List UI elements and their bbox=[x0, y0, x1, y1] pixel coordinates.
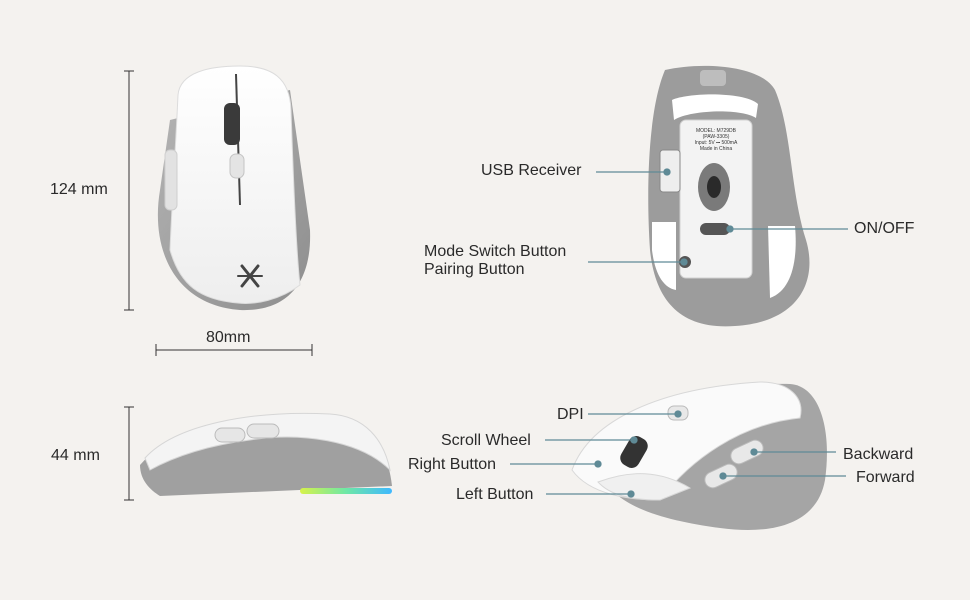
usb-receiver-label: USB Receiver bbox=[481, 162, 582, 179]
forward-label: Forward bbox=[856, 469, 915, 486]
part-text: (PAW-3305) bbox=[702, 134, 730, 140]
mouse-side-view bbox=[140, 412, 392, 496]
top-view-dpi-button bbox=[229, 153, 245, 179]
rgb-light-strip bbox=[300, 488, 392, 494]
top-view-white-shell bbox=[169, 65, 301, 304]
mouse-angled-view bbox=[571, 381, 827, 530]
backward-label: Backward bbox=[843, 446, 914, 463]
input-text: Input: 5V ⎓ 500mA bbox=[694, 140, 738, 146]
scroll-wheel-label: Scroll Wheel bbox=[441, 432, 531, 449]
mouse-top-view bbox=[157, 65, 311, 311]
origin-text: Made in China bbox=[699, 146, 733, 152]
bottom-view-on-off-switch bbox=[700, 223, 730, 235]
angled-scroll-wheel bbox=[620, 436, 648, 468]
pairing-button-label: Pairing Button bbox=[424, 261, 525, 278]
model-text: MODEL: M729DB bbox=[695, 128, 736, 134]
top-view-scroll-wheel bbox=[224, 103, 240, 145]
dimension-lines bbox=[124, 70, 313, 501]
brand-logo bbox=[237, 264, 263, 288]
right-button-label: Right Button bbox=[408, 456, 497, 473]
left-button-label: Left Button bbox=[456, 486, 534, 503]
mouse-bottom-view bbox=[648, 65, 810, 327]
dpi-label: DPI bbox=[557, 406, 584, 423]
side-height-dimension-label: 44 mm bbox=[51, 447, 100, 464]
mode-switch-label: Mode Switch Button bbox=[424, 243, 567, 260]
height-dimension-label: 124 mm bbox=[50, 181, 108, 198]
on-off-label: ON/OFF bbox=[854, 220, 915, 237]
width-dimension-label: 80mm bbox=[206, 329, 251, 346]
bottom-label-sticker: MODEL: M729DB (PAW-3305) Input: 5V ⎓ 500… bbox=[686, 128, 746, 152]
callout-lines bbox=[510, 168, 848, 498]
